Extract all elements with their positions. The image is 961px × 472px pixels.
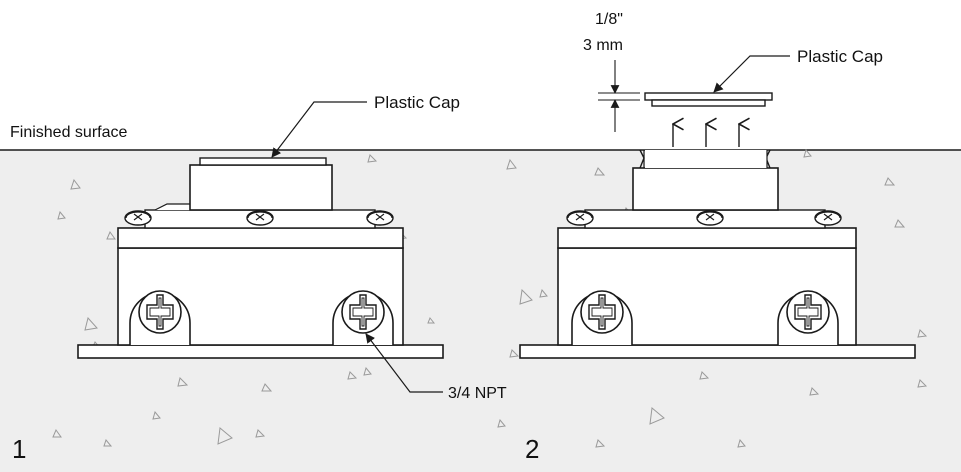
gap-dimension [598,60,640,132]
gap-inch-label: 1/8" [595,11,623,28]
gap-mm-label: 3 mm [583,37,623,54]
lift-arrows [673,124,739,147]
finished-surface-label: Finished surface [10,124,127,141]
plastic-cap-raised [644,92,773,107]
floor-box-right [519,149,916,359]
floor-box-left [77,157,444,359]
step-2-label: 2 [525,434,539,464]
thread-label: 3/4 NPT [448,385,507,402]
step-1-label: 1 [12,434,26,464]
plastic-cap-label-right: Plastic Cap [797,47,883,66]
plastic-cap-label-left: Plastic Cap [374,93,460,112]
leader-lines [271,55,790,393]
